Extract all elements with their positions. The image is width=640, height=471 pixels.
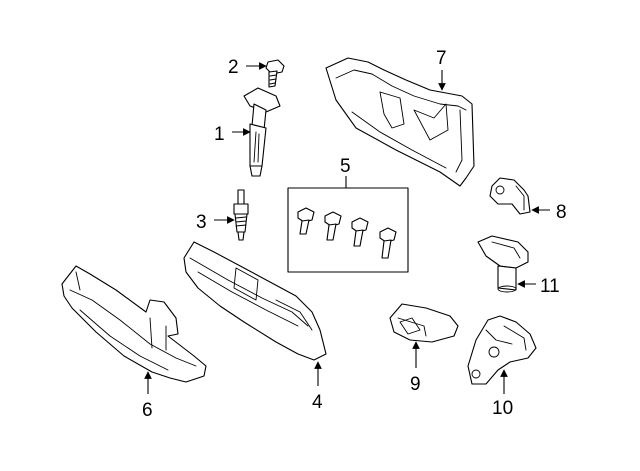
bolt-set-bolt (324, 211, 342, 241)
callout-11: 11 (540, 276, 560, 297)
callout-7: 7 (436, 48, 447, 69)
knock-sensor-part (467, 315, 537, 385)
ecm-bracket-part (61, 265, 207, 383)
spark-plug-part (233, 189, 249, 241)
callout-10: 10 (492, 398, 513, 419)
ignition-coil-part (243, 87, 281, 177)
cover-part (325, 57, 475, 187)
callout-8: 8 (556, 202, 567, 223)
callout-3: 3 (196, 212, 207, 233)
bolt-part (265, 59, 285, 88)
bolt-set-bolt (379, 227, 397, 259)
callout-labels: 1 2 3 4 5 6 7 8 9 10 11 (142, 48, 567, 421)
bolt-set-bolt (297, 207, 315, 235)
callout-5: 5 (340, 156, 351, 177)
callout-2: 2 (228, 57, 239, 78)
cam-sensor-part (489, 177, 531, 215)
bolt-set-bolt (351, 217, 369, 247)
callout-1: 1 (214, 124, 225, 145)
leader-lines (144, 62, 550, 394)
bolt-set-box (287, 187, 409, 273)
map-sensor-part (477, 235, 529, 293)
crank-sensor-part (389, 303, 459, 343)
callout-4: 4 (312, 392, 323, 413)
callout-9: 9 (410, 374, 421, 395)
callout-6: 6 (142, 400, 153, 421)
ecm-part (183, 241, 327, 361)
